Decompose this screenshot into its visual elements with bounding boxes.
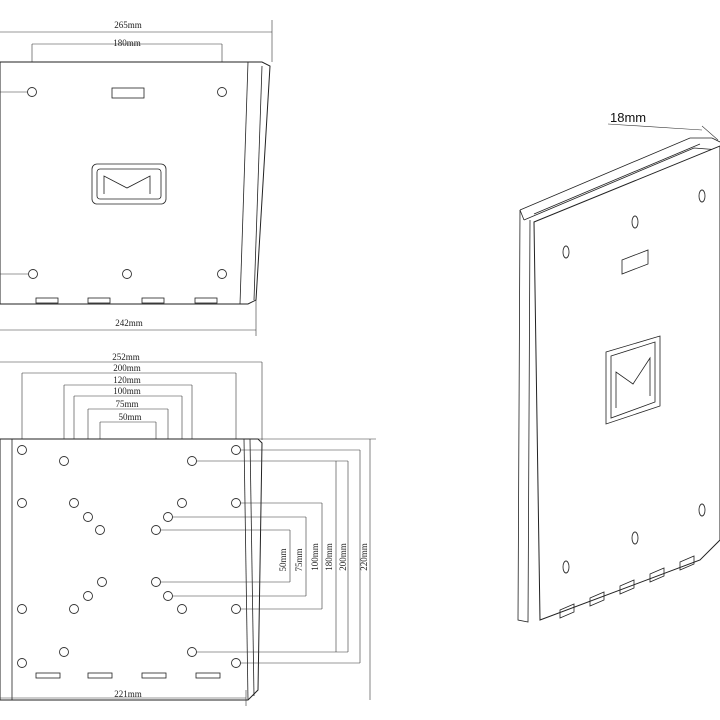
iso-depth-label: 18mm xyxy=(610,110,646,125)
front-bottom-tabs xyxy=(35,672,221,679)
front-h-label-50: 50mm xyxy=(118,412,141,422)
mount-hole xyxy=(217,87,227,97)
front-v-label-180: 180mm xyxy=(324,543,334,571)
top-width-label: 265mm xyxy=(114,20,142,30)
front-v-label-220: 220mm xyxy=(359,543,369,571)
front-h-label-252: 252mm xyxy=(112,352,140,362)
front-h-label-75: 75mm xyxy=(115,399,138,409)
logo-badge xyxy=(91,163,167,205)
top-view: 265mm 180mm xyxy=(0,20,273,336)
iso-bottom-tabs xyxy=(559,555,695,619)
top-bottom-width-label: 242mm xyxy=(115,318,143,328)
front-bottom-width-label: 221mm xyxy=(114,689,142,699)
top-slot xyxy=(111,87,145,99)
front-v-label-75: 75mm xyxy=(294,548,304,571)
front-v-label-50: 50mm xyxy=(278,548,288,571)
iso-holes xyxy=(562,189,706,574)
mount-hole xyxy=(27,87,37,97)
mount-hole xyxy=(28,269,38,279)
mount-hole xyxy=(122,269,132,279)
mount-hole xyxy=(217,269,227,279)
isometric-view: 18mm xyxy=(517,110,720,623)
front-v-label-100: 100mm xyxy=(310,543,320,571)
bottom-tabs xyxy=(35,297,218,304)
front-v-label-200: 200mm xyxy=(338,543,348,571)
iso-logo-badge xyxy=(605,335,661,425)
front-view: 252mm 200mm 120mm 100mm 75mm 50mm xyxy=(0,352,376,706)
top-hole-spacing-label: 180mm xyxy=(113,38,141,48)
front-h-label-120: 120mm xyxy=(113,375,141,385)
front-h-label-100: 100mm xyxy=(113,386,141,396)
front-h-label-200: 200mm xyxy=(113,363,141,373)
iso-slot xyxy=(621,249,649,275)
